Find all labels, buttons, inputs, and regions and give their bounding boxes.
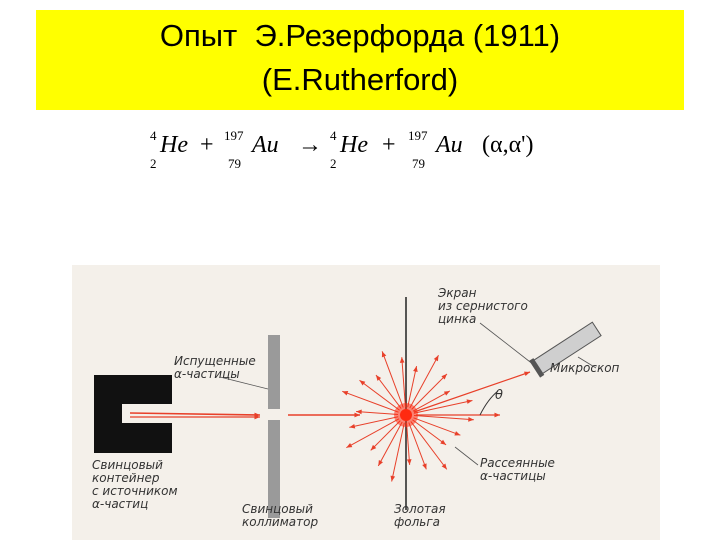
scattered-ray-to-screen-arrowhead bbox=[524, 371, 530, 377]
source-cavity bbox=[122, 404, 136, 423]
leader-screen bbox=[479, 322, 535, 366]
scattered-ray-arrowhead bbox=[468, 417, 474, 422]
label-emitted-particles: Испущенные α-частицы bbox=[174, 354, 256, 381]
label-lead-collimator: Свинцовый коллиматор bbox=[242, 502, 319, 529]
scattered-ray-arrowhead bbox=[441, 463, 447, 470]
scattered-ray bbox=[391, 422, 405, 482]
scattered-ray-arrowhead bbox=[370, 444, 377, 451]
reaction-equation: 4 2 He + 197 79 Au → 4 2 He + 197 79 Au … bbox=[120, 126, 590, 176]
scattered-ray-arrowhead bbox=[422, 463, 427, 470]
scattered-ray bbox=[410, 421, 448, 470]
title-banner: Опыт Э.Резерфорда (1911) (E.Rutherford) bbox=[36, 10, 684, 110]
he-symbol: He bbox=[340, 132, 368, 158]
incident-beam bbox=[129, 412, 360, 420]
au-charge-number: 79 bbox=[228, 156, 241, 171]
au-symbol: Au bbox=[436, 132, 463, 158]
scattered-ray-arrowhead bbox=[454, 431, 461, 436]
au-mass-number: 197 bbox=[408, 128, 428, 143]
scattered-ray-arrowhead bbox=[359, 380, 366, 386]
scattered-ray bbox=[342, 390, 399, 413]
scattered-ray bbox=[412, 390, 451, 412]
leader-microscope bbox=[577, 356, 597, 369]
scattered-ray bbox=[413, 415, 474, 421]
label-scattered-particles: Рассеянные α-частицы bbox=[480, 456, 555, 483]
au-charge-number: 79 bbox=[412, 156, 425, 171]
scattered-ray bbox=[349, 416, 399, 428]
title-line-1: Опыт Э.Резерфорда (1911) bbox=[159, 18, 561, 53]
scattered-ray bbox=[375, 374, 402, 409]
rutherford-apparatus-diagram: Испущенные α-частицы Экран из сернистого… bbox=[60, 265, 660, 540]
au-mass-number: 197 bbox=[224, 128, 244, 143]
collimator-lower-plate bbox=[268, 420, 280, 518]
scattered-ray-arrowhead bbox=[443, 390, 450, 396]
apparatus-drawing bbox=[72, 265, 660, 540]
he-charge-number: 2 bbox=[150, 156, 157, 171]
scattered-ray-arrowhead bbox=[349, 423, 356, 429]
scattered-ray bbox=[377, 421, 403, 467]
collimator-upper-plate bbox=[268, 335, 280, 409]
angle-arc bbox=[479, 390, 499, 416]
beam-segment-1 bbox=[129, 412, 261, 416]
scattered-ray-arrowhead bbox=[390, 475, 396, 482]
label-lead-container: Свинцовый контейнер с источником α-части… bbox=[92, 458, 178, 511]
lead-container bbox=[94, 375, 172, 453]
scattered-ray-arrowhead bbox=[381, 351, 387, 358]
au-symbol: Au bbox=[252, 132, 279, 158]
scattered-ray-arrowhead bbox=[466, 399, 473, 404]
scattered-ray-arrowhead bbox=[378, 459, 383, 466]
scattered-ray-arrowhead bbox=[441, 373, 447, 380]
he-mass-number: 4 bbox=[330, 128, 337, 143]
scattered-ray-arrowhead bbox=[406, 459, 412, 465]
scattered-ray bbox=[401, 357, 406, 408]
scattered-ray bbox=[412, 419, 447, 446]
scattered-rays bbox=[342, 351, 531, 482]
scattered-ray-arrowhead bbox=[413, 366, 418, 373]
scattered-ray-arrowhead bbox=[433, 355, 439, 362]
scattered-ray-arrowhead bbox=[375, 375, 382, 381]
beam-segment-1b-arrowhead bbox=[254, 414, 260, 420]
scattered-ray bbox=[406, 422, 411, 465]
label-microscope: Микроскоп bbox=[550, 361, 620, 375]
he-charge-number: 2 bbox=[330, 156, 337, 171]
scattered-ray-arrowhead bbox=[346, 442, 353, 448]
leader-scattered bbox=[454, 446, 479, 466]
zinc-sulfide-screen bbox=[529, 358, 545, 378]
plus-sign: + bbox=[200, 132, 214, 158]
title-line-2: (E.Rutherford) bbox=[261, 62, 459, 97]
scattered-ray bbox=[359, 379, 400, 411]
scattered-ray bbox=[381, 351, 404, 408]
scattered-ray bbox=[407, 366, 418, 408]
scattered-ray bbox=[370, 420, 401, 451]
reaction-arrow: → bbox=[298, 132, 322, 158]
he-mass-number: 4 bbox=[150, 128, 157, 143]
scattered-ray-arrowhead bbox=[440, 439, 447, 445]
leader-emitted bbox=[219, 376, 269, 390]
label-angle-theta: θ bbox=[495, 388, 503, 403]
scattered-ray bbox=[356, 411, 399, 415]
plus-sign: + bbox=[382, 132, 396, 158]
transmitted-ray-arrowhead bbox=[494, 412, 500, 418]
scattered-ray bbox=[413, 399, 473, 414]
beam-segment-2-arrowhead bbox=[354, 412, 360, 418]
label-screen: Экран из сернистого цинка bbox=[438, 286, 528, 326]
scattered-ray bbox=[408, 422, 427, 470]
reaction-notation: (α,α') bbox=[482, 132, 534, 158]
scattered-ray bbox=[413, 417, 461, 436]
scattered-ray bbox=[346, 418, 400, 449]
foil-glow-core bbox=[400, 409, 412, 421]
scattered-ray bbox=[411, 373, 448, 410]
scattered-ray-arrowhead bbox=[399, 357, 405, 363]
scattered-ray-arrowhead bbox=[342, 391, 349, 396]
label-gold-foil: Золотая фольга bbox=[394, 502, 446, 529]
scattered-ray-to-screen bbox=[413, 371, 531, 413]
he-symbol: He bbox=[160, 132, 188, 158]
microscope bbox=[529, 321, 602, 378]
scattered-ray-arrowhead bbox=[356, 409, 362, 415]
scattered-ray bbox=[409, 355, 439, 409]
